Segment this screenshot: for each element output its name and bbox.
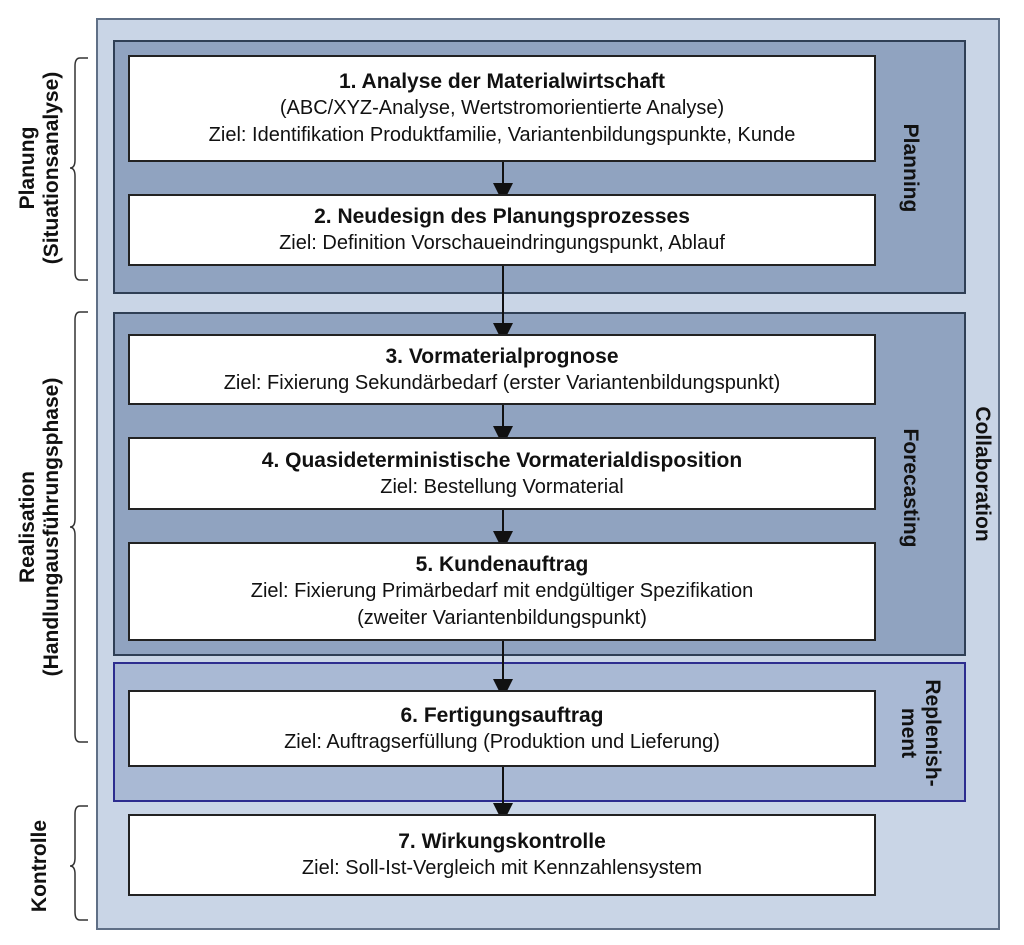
step-1-line-2: Ziel: Identifikation Produktfamilie, Var…	[208, 124, 796, 146]
step-7-box: 7. Wirkungskontrolle Ziel: Soll-Ist-Verg…	[128, 814, 876, 896]
step-1-box: 1. Analyse der Materialwirtschaft (ABC/X…	[128, 55, 876, 162]
step-5-box: 5. Kundenauftrag Ziel: Fixierung Primärb…	[128, 542, 876, 641]
step-5-line-1: Ziel: Fixierung Primärbedarf mit endgült…	[250, 580, 754, 602]
step-3-line-1: Ziel: Fixierung Sekundärbedarf (erster V…	[223, 371, 781, 394]
bracket-planung	[69, 57, 88, 281]
step-4-line-1: Ziel: Bestellung Vormaterial	[380, 475, 624, 498]
step-6-title: 6. Fertigungsauftrag	[400, 703, 604, 727]
step-3-box: 3. Vormaterialprognose Ziel: Fixierung S…	[128, 334, 876, 405]
step-5-title: 5. Kundenauftrag	[415, 553, 589, 576]
step-7-line-1: Ziel: Soll-Ist-Vergleich mit Kennzahlens…	[301, 857, 703, 879]
step-4-title: 4. Quasideterministische Vormaterialdisp…	[261, 448, 743, 472]
bracket-realisation	[69, 311, 88, 743]
step-6-box: 6. Fertigungsauftrag Ziel: Auftragserfül…	[128, 690, 876, 767]
step-2-line-1: Ziel: Definition Vorschaueindringungspun…	[279, 232, 725, 254]
step-5-line-2: (zweiter Variantenbildungspunkt)	[357, 607, 647, 629]
step-2-box: 2. Neudesign des Planungsprozesses Ziel:…	[128, 194, 876, 266]
step-3-title: 3. Vormaterialprognose	[385, 344, 619, 368]
step-1-line-1: (ABC/XYZ-Analyse, Wertstromorientierte A…	[279, 97, 725, 119]
bracket-kontrolle	[69, 805, 88, 921]
step-4-box: 4. Quasideterministische Vormaterialdisp…	[128, 437, 876, 510]
step-1-title: 1. Analyse der Materialwirtschaft	[338, 70, 665, 93]
step-6-line-1: Ziel: Auftragserfüllung (Produktion und …	[284, 730, 720, 753]
step-2-title: 2. Neudesign des Planungsprozesses	[314, 205, 690, 228]
step-7-title: 7. Wirkungskontrolle	[398, 830, 606, 853]
